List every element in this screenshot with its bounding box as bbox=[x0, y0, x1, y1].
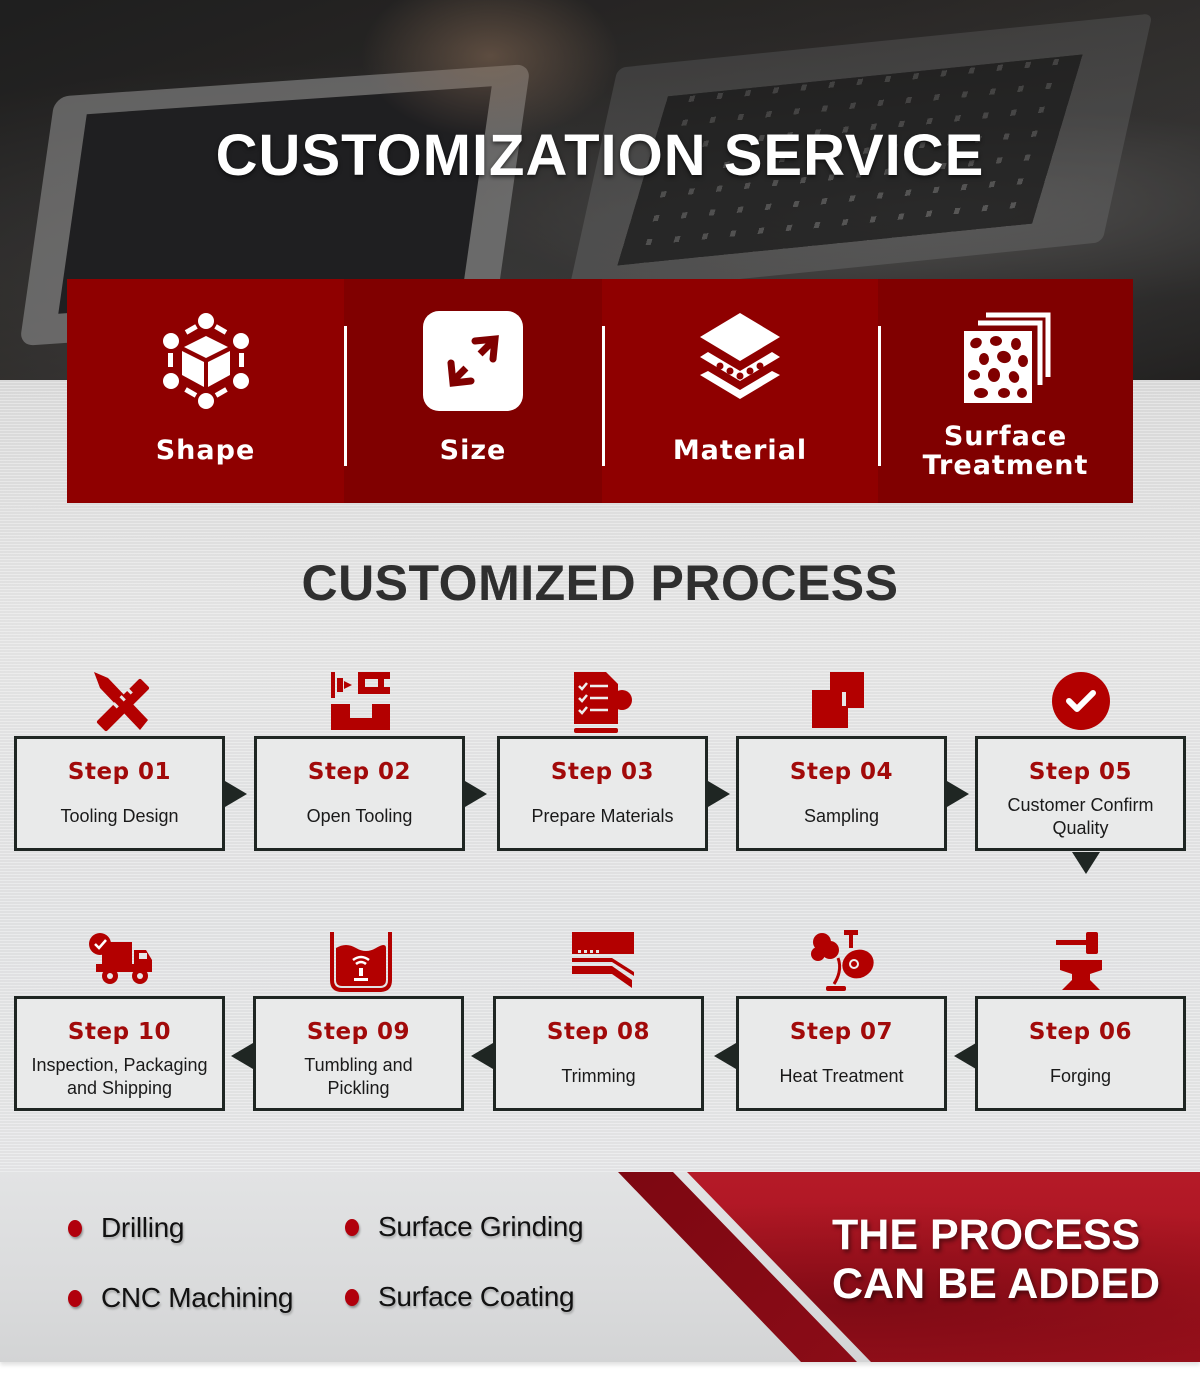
option-size: Size bbox=[344, 279, 602, 503]
arrow-right-icon bbox=[465, 781, 487, 807]
step-number: Step 05 bbox=[1028, 759, 1133, 785]
divider bbox=[878, 326, 881, 466]
step-card: Step 03 Prepare Materials bbox=[497, 736, 708, 851]
step-number: Step 03 bbox=[550, 759, 655, 785]
option-label: Size bbox=[439, 435, 507, 466]
step-number: Step 09 bbox=[306, 1019, 411, 1045]
arrow-left-icon bbox=[714, 1043, 736, 1069]
step-description: Tumbling and Pickling bbox=[256, 1054, 461, 1100]
option-label-line2: Treatment bbox=[922, 450, 1089, 481]
hero-hand-image bbox=[360, 0, 620, 140]
bullet-icon bbox=[68, 1289, 82, 1307]
step-description: Customer Confirm Quality bbox=[978, 794, 1183, 840]
step-description-line1: Inspection, Packaging bbox=[31, 1055, 208, 1075]
step-description: Inspection, Packaging and Shipping bbox=[17, 1054, 222, 1100]
step-card: Step 01 Tooling Design bbox=[14, 736, 225, 851]
title-line1: THE PROCESS bbox=[832, 1211, 1141, 1259]
process-item: CNC Machining bbox=[68, 1282, 293, 1314]
cnc-tooling-icon bbox=[331, 672, 390, 730]
step-number: Step 04 bbox=[789, 759, 894, 785]
step-card: Step 07 Heat Treatment bbox=[736, 996, 947, 1111]
process-item: Surface Coating bbox=[345, 1281, 575, 1313]
step-number: Step 02 bbox=[307, 759, 412, 785]
option-label: Shape bbox=[155, 435, 256, 466]
title-line2: CAN BE ADDED bbox=[832, 1260, 1161, 1308]
option-material: Material bbox=[602, 279, 878, 503]
anvil-hammer-icon bbox=[1056, 932, 1102, 990]
arrow-right-icon bbox=[947, 781, 969, 807]
step-number: Step 10 bbox=[67, 1019, 172, 1045]
step-description: Prepare Materials bbox=[531, 806, 674, 826]
arrow-down-icon bbox=[1072, 852, 1100, 874]
step-card: Step 09 Tumbling and Pickling bbox=[253, 996, 464, 1111]
arrow-left-icon bbox=[471, 1043, 493, 1069]
step-description: Open Tooling bbox=[306, 806, 413, 826]
process-item-label: Surface Coating bbox=[378, 1281, 575, 1312]
checklist-gear-icon bbox=[574, 672, 632, 733]
pencil-ruler-icon bbox=[94, 672, 150, 732]
hero-title: CUSTOMIZATION SERVICE bbox=[215, 123, 985, 188]
process-item-label: CNC Machining bbox=[101, 1282, 294, 1313]
step-number: Step 07 bbox=[789, 1019, 894, 1045]
tank-bath-icon bbox=[330, 932, 392, 992]
ladle-pour-icon bbox=[811, 930, 874, 991]
step-number: Step 08 bbox=[546, 1019, 651, 1045]
process-item: Surface Grinding bbox=[345, 1211, 584, 1243]
option-shape: Shape bbox=[67, 279, 344, 503]
arrow-left-icon bbox=[954, 1043, 976, 1069]
option-label-line1: Surface bbox=[943, 421, 1068, 452]
customization-options: Shape Size Material bbox=[67, 279, 1133, 503]
arrow-right-icon bbox=[708, 781, 730, 807]
divider bbox=[344, 326, 347, 466]
process-title: CUSTOMIZED PROCESS bbox=[301, 555, 899, 611]
surface-texture-icon bbox=[963, 312, 1050, 403]
arrow-right-icon bbox=[225, 781, 247, 807]
step-card: Step 08 Trimming bbox=[493, 996, 704, 1111]
delivery-truck-icon bbox=[89, 933, 152, 984]
bullet-icon bbox=[68, 1219, 82, 1237]
divider bbox=[602, 326, 605, 466]
process-item: Drilling bbox=[68, 1212, 184, 1244]
step-description: Heat Treatment bbox=[779, 1066, 904, 1086]
arrow-left-icon bbox=[231, 1043, 253, 1069]
step-description: Forging bbox=[1049, 1066, 1112, 1086]
network-cube-icon bbox=[162, 313, 249, 409]
process-item-label: Surface Grinding bbox=[378, 1211, 584, 1242]
fabric-samples-icon bbox=[812, 672, 864, 728]
step-number: Step 06 bbox=[1028, 1019, 1133, 1045]
step-description-line2: Pickling bbox=[327, 1078, 390, 1098]
trimming-die-icon bbox=[572, 932, 634, 988]
step-description-line1: Customer Confirm bbox=[1007, 795, 1154, 815]
step-card: Step 05 Customer Confirm Quality bbox=[975, 736, 1186, 851]
check-circle-icon bbox=[1052, 672, 1110, 730]
step-card: Step 06 Forging bbox=[975, 996, 1186, 1111]
option-surface-treatment: Surface Treatment bbox=[878, 279, 1133, 503]
step-description: Tooling Design bbox=[60, 806, 179, 826]
bullet-icon bbox=[345, 1218, 359, 1236]
step-description-line2: and Shipping bbox=[66, 1078, 173, 1098]
step-card: Step 02 Open Tooling bbox=[254, 736, 465, 851]
step-number: Step 01 bbox=[67, 759, 172, 785]
step-description-line2: Quality bbox=[1052, 818, 1109, 838]
process-item-label: Drilling bbox=[101, 1212, 185, 1243]
step-card: Step 10 Inspection, Packaging and Shippi… bbox=[14, 996, 225, 1111]
step-card: Step 04 Sampling bbox=[736, 736, 947, 851]
step-description: Sampling bbox=[803, 806, 880, 826]
step-description: Trimming bbox=[561, 1066, 636, 1086]
additional-process-banner bbox=[0, 1172, 1200, 1362]
resize-arrows-icon bbox=[423, 311, 523, 411]
option-label: Surface Treatment bbox=[878, 422, 1133, 480]
option-label: Material bbox=[672, 435, 808, 466]
bullet-icon bbox=[345, 1288, 359, 1306]
step-description-line1: Tumbling and bbox=[304, 1055, 413, 1075]
process-added-title: THE PROCESS CAN BE ADDED bbox=[832, 1211, 1192, 1309]
layers-icon bbox=[700, 313, 780, 399]
